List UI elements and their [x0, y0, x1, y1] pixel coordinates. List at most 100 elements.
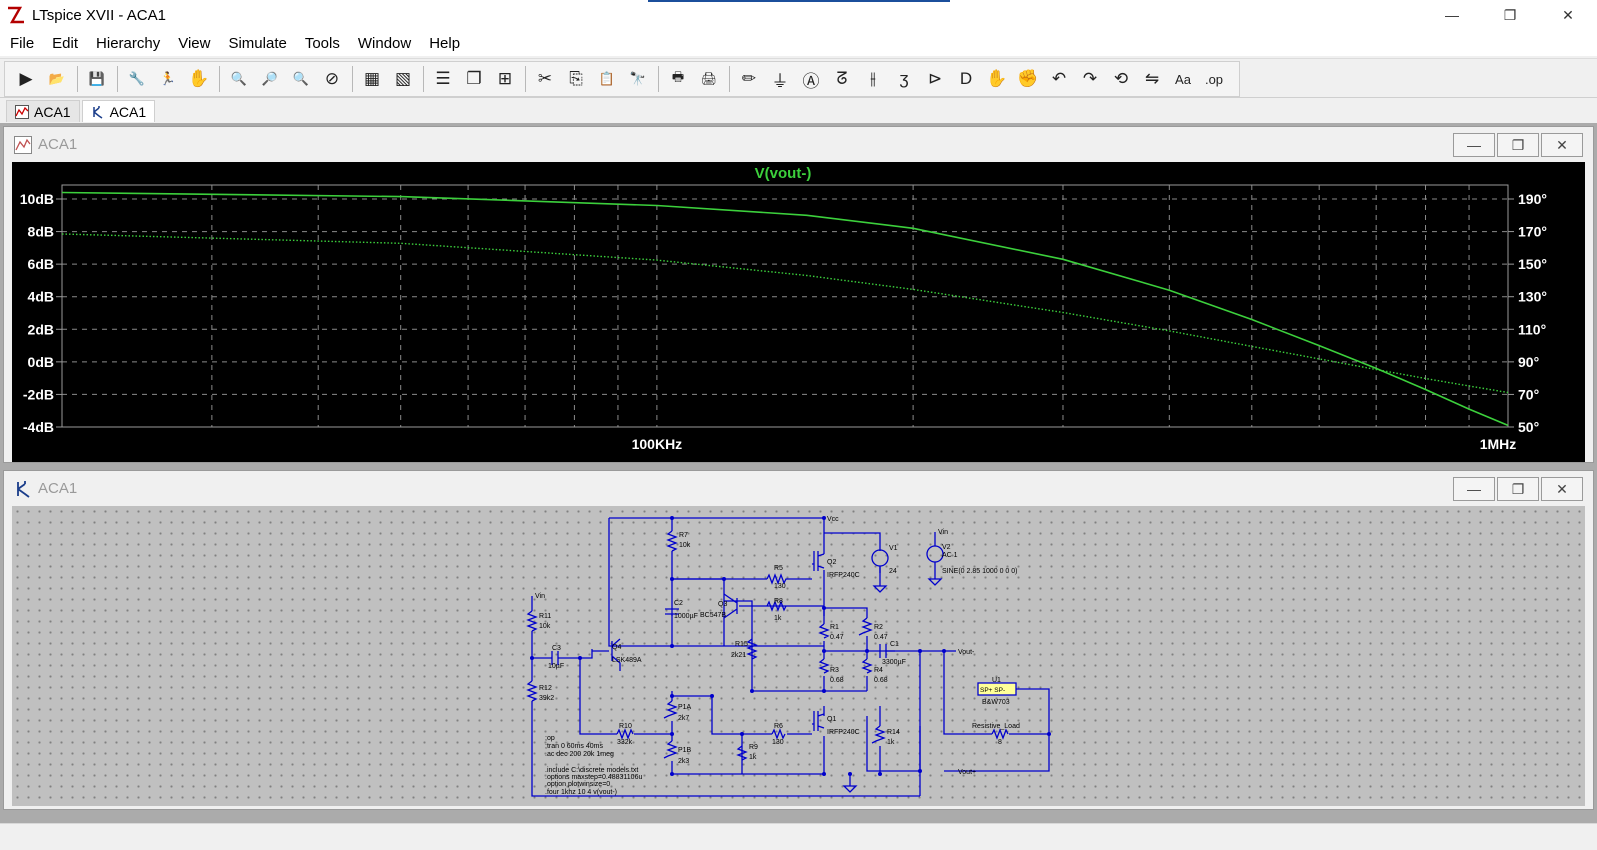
value-r1: 0.47: [830, 634, 844, 641]
print-icon[interactable]: 🖶: [671, 69, 685, 84]
schematic-junctions: [530, 516, 1051, 776]
pins-u1: SP+ SP-: [980, 687, 1005, 694]
cut-icon[interactable]: ✂: [537, 69, 553, 88]
mirror-icon[interactable]: ⇋: [1144, 69, 1160, 88]
y-right-tick-labels: 190°170°150°130°110°90°70°50°: [1518, 191, 1547, 435]
menu-window[interactable]: Window: [357, 34, 412, 52]
menu-simulate[interactable]: Simulate: [228, 34, 287, 52]
schematic-labels: Vcc Vin Vin Vout- Vout+ R7 10k R5 130 Q2…: [535, 516, 1020, 776]
schematic-canvas[interactable]: Vcc Vin Vin Vout- Vout+ R7 10k R5 130 Q2…: [12, 506, 1585, 806]
menu-edit[interactable]: Edit: [52, 34, 79, 52]
y-left-tick-label: 2dB: [28, 321, 54, 337]
value-r10: 332k: [617, 739, 633, 746]
net-label-vin-top: Vin: [938, 529, 948, 536]
component-icon[interactable]: D: [959, 69, 973, 88]
resistor-icon[interactable]: ᘔ: [836, 69, 848, 88]
diode-icon[interactable]: ⊳: [927, 69, 943, 88]
toolbar-separator: [423, 66, 424, 92]
schematic-window-title: ACA1: [38, 480, 78, 497]
value-r6: 130: [772, 739, 784, 746]
control-panel-icon[interactable]: 🔧: [128, 71, 146, 86]
y-right-tick-label: 90°: [1518, 354, 1539, 370]
label-r12: R12: [539, 685, 552, 692]
view-icon[interactable]: ▧: [394, 69, 412, 88]
tile-horizontal-icon[interactable]: ☰: [435, 69, 451, 88]
label-net-icon[interactable]: Ⓐ: [802, 71, 820, 91]
close-button[interactable]: ✕: [1562, 6, 1574, 23]
zoom-in-icon[interactable]: 🔍: [230, 71, 248, 86]
x-tick-label: 100KHz: [632, 436, 683, 452]
tab-schematic[interactable]: ACA1: [81, 100, 156, 122]
waveform-window-controls: — ❐ ✕: [1451, 133, 1583, 157]
label-r2: R2: [874, 624, 883, 631]
label-q3: Q3: [718, 601, 727, 608]
autorange-icon[interactable]: ▦: [363, 69, 381, 88]
value-p1b: 2k3: [678, 758, 689, 765]
zoom-cancel-icon[interactable]: ⊘: [324, 69, 340, 88]
paste-icon[interactable]: 📋: [598, 71, 616, 86]
net-label-vcc: Vcc: [827, 516, 839, 523]
label-c2: C2: [674, 600, 683, 607]
run-sim-icon[interactable]: 🏃: [159, 71, 177, 86]
spice-directive-icon[interactable]: .op: [1204, 71, 1224, 87]
tab-waveform[interactable]: ACA1: [6, 100, 80, 122]
label-q1: Q1: [827, 716, 836, 723]
ground-icon[interactable]: ⏚: [771, 71, 789, 91]
label-r9: R9: [749, 744, 758, 751]
waveform-minimize-button[interactable]: —: [1453, 133, 1495, 157]
directive-line: ;op: [545, 735, 555, 742]
draw-wire-icon[interactable]: ✏: [741, 69, 757, 88]
spice-directives[interactable]: ;op ;tran 0 60ms 40ms .ac dec 200 20k 1m…: [545, 735, 642, 796]
menu-help[interactable]: Help: [429, 34, 461, 52]
restore-button[interactable]: ❐: [1503, 6, 1517, 23]
rotate-icon[interactable]: ⟲: [1113, 69, 1129, 88]
run-icon[interactable]: ▶: [19, 69, 33, 88]
toolbar-separator: [729, 66, 730, 92]
find-icon[interactable]: 🔭: [629, 71, 647, 86]
y-right-tick-label: 170°: [1518, 224, 1547, 240]
y-right-tick-label: 50°: [1518, 419, 1539, 435]
save-icon[interactable]: 💾: [88, 71, 106, 86]
schematic-window-titlebar: ACA1 — ❐ ✕: [4, 471, 1593, 505]
move-icon[interactable]: ✋: [986, 69, 1008, 88]
text-icon[interactable]: Aa: [1175, 71, 1191, 87]
trace-label[interactable]: V(vout-): [755, 165, 812, 182]
cascade-icon[interactable]: ❐: [466, 69, 482, 88]
zoom-out-icon[interactable]: 🔍: [292, 71, 310, 86]
pan-icon[interactable]: 🔎: [261, 71, 279, 86]
inductor-icon[interactable]: ʒ: [899, 69, 909, 88]
waveform-restore-button[interactable]: ❐: [1497, 133, 1539, 157]
open-icon[interactable]: 📂: [48, 71, 66, 86]
value-r9: 1k: [749, 754, 757, 761]
directive-line: .include C:\discrete models.txt: [545, 767, 638, 774]
label-v2: V2: [942, 544, 951, 551]
label-q2: Q2: [827, 559, 836, 566]
schematic-close-button[interactable]: ✕: [1541, 477, 1583, 501]
menu-view[interactable]: View: [178, 34, 211, 52]
print-setup-icon[interactable]: 🖨: [700, 71, 718, 86]
menu-hierarchy[interactable]: Hierarchy: [96, 34, 161, 52]
schematic-minimize-button[interactable]: —: [1453, 477, 1495, 501]
value-c3: 10µF: [548, 663, 564, 670]
label-r8: R8: [774, 598, 783, 605]
waveform-close-button[interactable]: ✕: [1541, 133, 1583, 157]
minimize-button[interactable]: —: [1445, 7, 1459, 23]
halt-icon[interactable]: ✋: [188, 69, 210, 88]
redo-icon[interactable]: ↷: [1082, 69, 1098, 88]
value-r3: 0.68: [830, 677, 844, 684]
tile-vertical-icon[interactable]: ⊞: [497, 69, 513, 88]
ltspice-logo-icon: [8, 6, 24, 24]
schematic-drawing[interactable]: Vcc Vin Vin Vout- Vout+ R7 10k R5 130 Q2…: [12, 506, 1585, 806]
value-p1a: 2k7: [678, 715, 689, 722]
label-r15: R15: [735, 641, 748, 648]
menu-tools[interactable]: Tools: [304, 34, 340, 52]
schematic-restore-button[interactable]: ❐: [1497, 477, 1539, 501]
copy-icon[interactable]: ⎘: [569, 69, 583, 88]
undo-icon[interactable]: ↶: [1051, 69, 1067, 88]
capacitor-icon[interactable]: ⫲: [870, 69, 876, 88]
drag-icon[interactable]: ✊: [1017, 69, 1039, 88]
label-v1: V1: [889, 545, 898, 552]
menu-file[interactable]: File: [10, 34, 35, 52]
